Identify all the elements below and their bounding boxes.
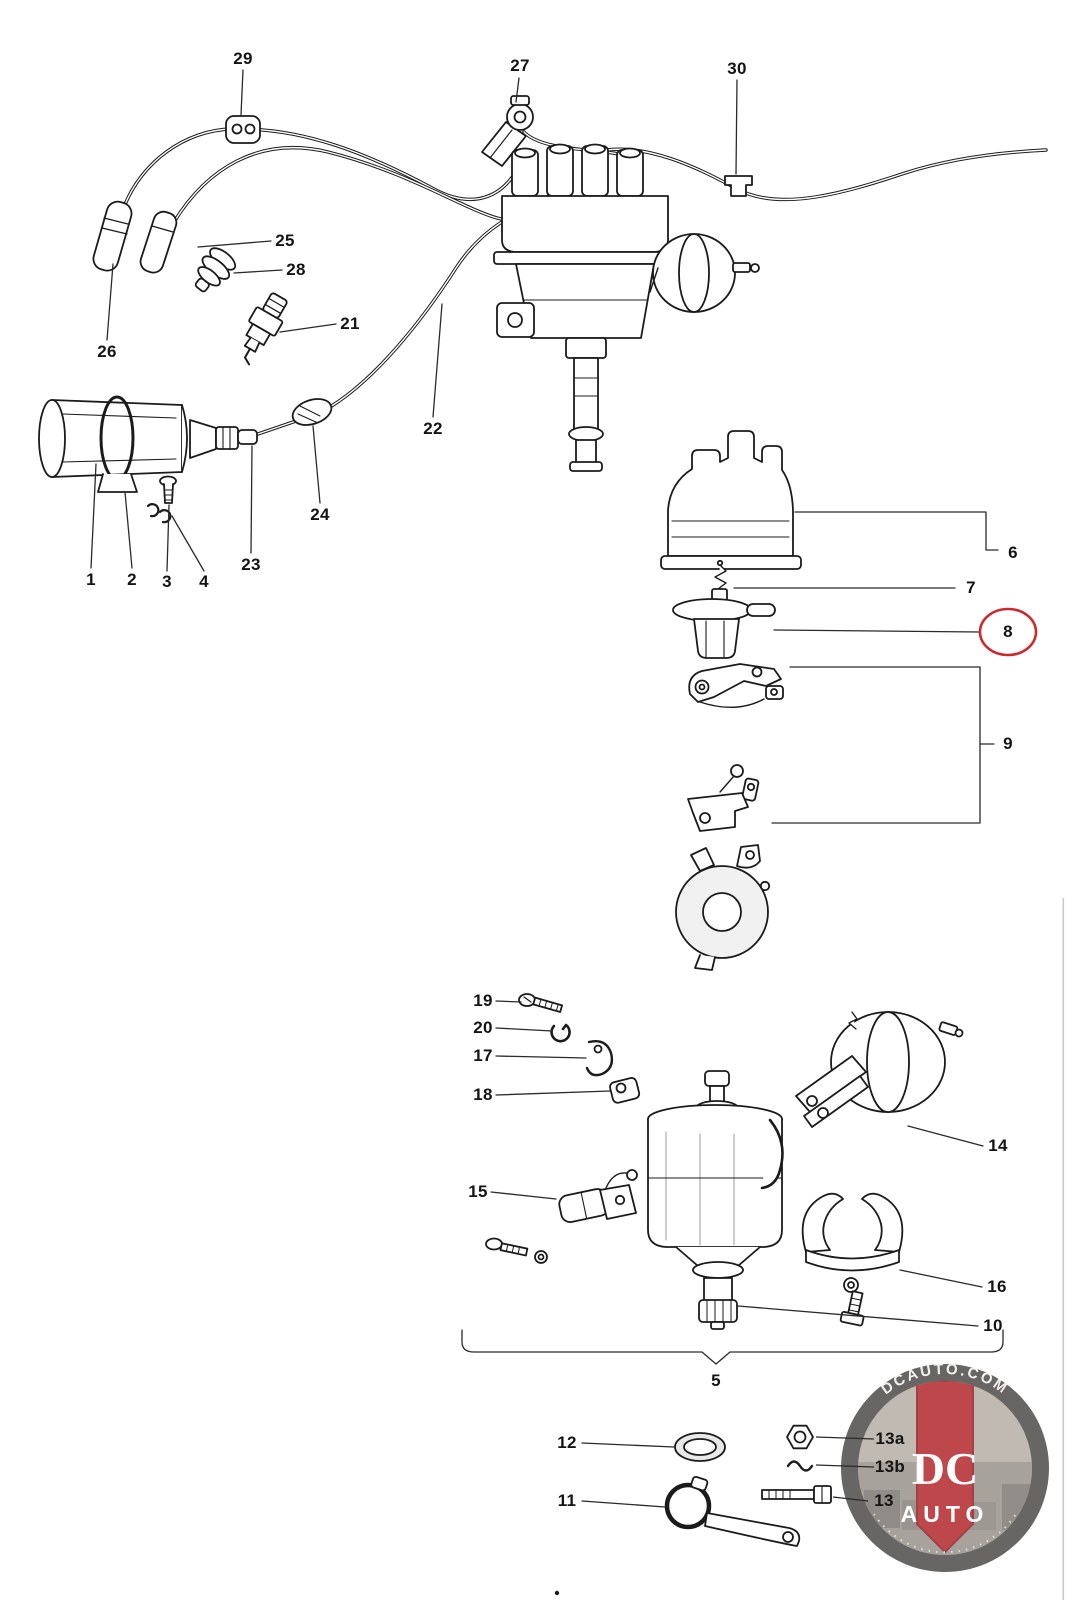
grommet-drawing (724, 175, 753, 197)
part-label-8: 8 (1003, 622, 1013, 641)
scan-artifacts (554, 898, 1065, 1600)
connector-nut-drawing (194, 247, 237, 293)
part-label-29: 29 (233, 49, 253, 68)
clamp-bracket-drawing (664, 1475, 801, 1547)
breaker-plate-drawing (675, 844, 771, 971)
leader-lines-over-watermark (815, 1436, 875, 1502)
coil-clamp-drawing (97, 395, 138, 493)
plug-connector-left-drawing (92, 200, 133, 272)
part-label-24: 24 (310, 505, 330, 524)
group-brackets (461, 511, 1004, 1365)
spring-washer-13b-drawing (786, 1460, 814, 1472)
watermark-brand-auto: AUTO (901, 1501, 990, 1527)
distributor-cap-drawing (660, 430, 802, 570)
part-label-11: 11 (557, 1491, 577, 1510)
vacuum-unit-drawing (795, 1011, 964, 1128)
part-label-18: 18 (473, 1085, 493, 1104)
part-label-1: 1 (86, 570, 96, 589)
part-label-13a: 13a (875, 1429, 905, 1448)
part-label-19: 19 (473, 991, 493, 1010)
contact-piece-18-drawing (609, 1077, 641, 1104)
condenser-drawing (485, 1169, 638, 1264)
highlight-circle-part-8 (978, 607, 1038, 657)
suppressor-drawing (291, 398, 333, 426)
part-label-17: 17 (473, 1046, 493, 1065)
part-label-15: 15 (468, 1182, 488, 1201)
watermark-logo: DCAUTO.COM DC AUTO (841, 1361, 1049, 1572)
screw-19-drawing (518, 993, 563, 1013)
part-label-4: 4 (199, 572, 209, 591)
part-label-10: 10 (983, 1316, 1003, 1335)
rotor-drawing (672, 598, 776, 659)
part-label-23: 23 (241, 555, 261, 574)
distributor-body-drawing (647, 1070, 784, 1330)
part-label-14: 14 (988, 1136, 1008, 1155)
clamp-screw-drawing (159, 475, 177, 504)
watermark-brand-dc: DC (912, 1443, 978, 1494)
hold-down-clamp-drawing (801, 1192, 904, 1327)
lock-washer-20-drawing (550, 1023, 571, 1043)
part-label-21: 21 (340, 314, 360, 333)
part-label-13: 13 (874, 1491, 894, 1510)
part-label-27: 27 (510, 56, 530, 75)
part-label-6: 6 (1008, 543, 1018, 562)
spring-washers-drawing (146, 503, 172, 524)
plug-connector-right-drawing (139, 210, 178, 274)
part-label-3: 3 (162, 572, 172, 591)
part-label-30: 30 (727, 59, 747, 78)
part-label-28: 28 (286, 260, 306, 279)
elbow-connector-drawing (481, 95, 534, 167)
bolt-drawing (761, 1485, 832, 1504)
part-label-2: 2 (127, 570, 137, 589)
part-label-25: 25 (275, 231, 295, 250)
seal-ring-drawing (674, 1432, 726, 1462)
distributor-assembly-drawing (493, 143, 760, 472)
part-label-7: 7 (966, 578, 976, 597)
hex-nut-drawing (786, 1424, 814, 1450)
part-label-5: 5 (711, 1371, 721, 1390)
retainer-clip-17-drawing (585, 1039, 614, 1077)
part-label-20: 20 (473, 1018, 493, 1037)
contact-points-drawing (688, 663, 784, 709)
part-label-9: 9 (1003, 734, 1013, 753)
spark-plug-drawing (243, 292, 288, 366)
spark-plug-wires (120, 127, 1048, 436)
condenser-bracket-drawing (687, 764, 760, 832)
part-label-13b: 13b (874, 1457, 906, 1476)
leader-lines (90, 69, 984, 1508)
part-label-12: 12 (557, 1433, 577, 1452)
wire-clip-drawing (225, 115, 261, 144)
ignition-coil-drawing (38, 399, 258, 478)
part-label-26: 26 (97, 342, 117, 361)
part-label-16: 16 (987, 1277, 1007, 1296)
part-label-22: 22 (423, 419, 443, 438)
